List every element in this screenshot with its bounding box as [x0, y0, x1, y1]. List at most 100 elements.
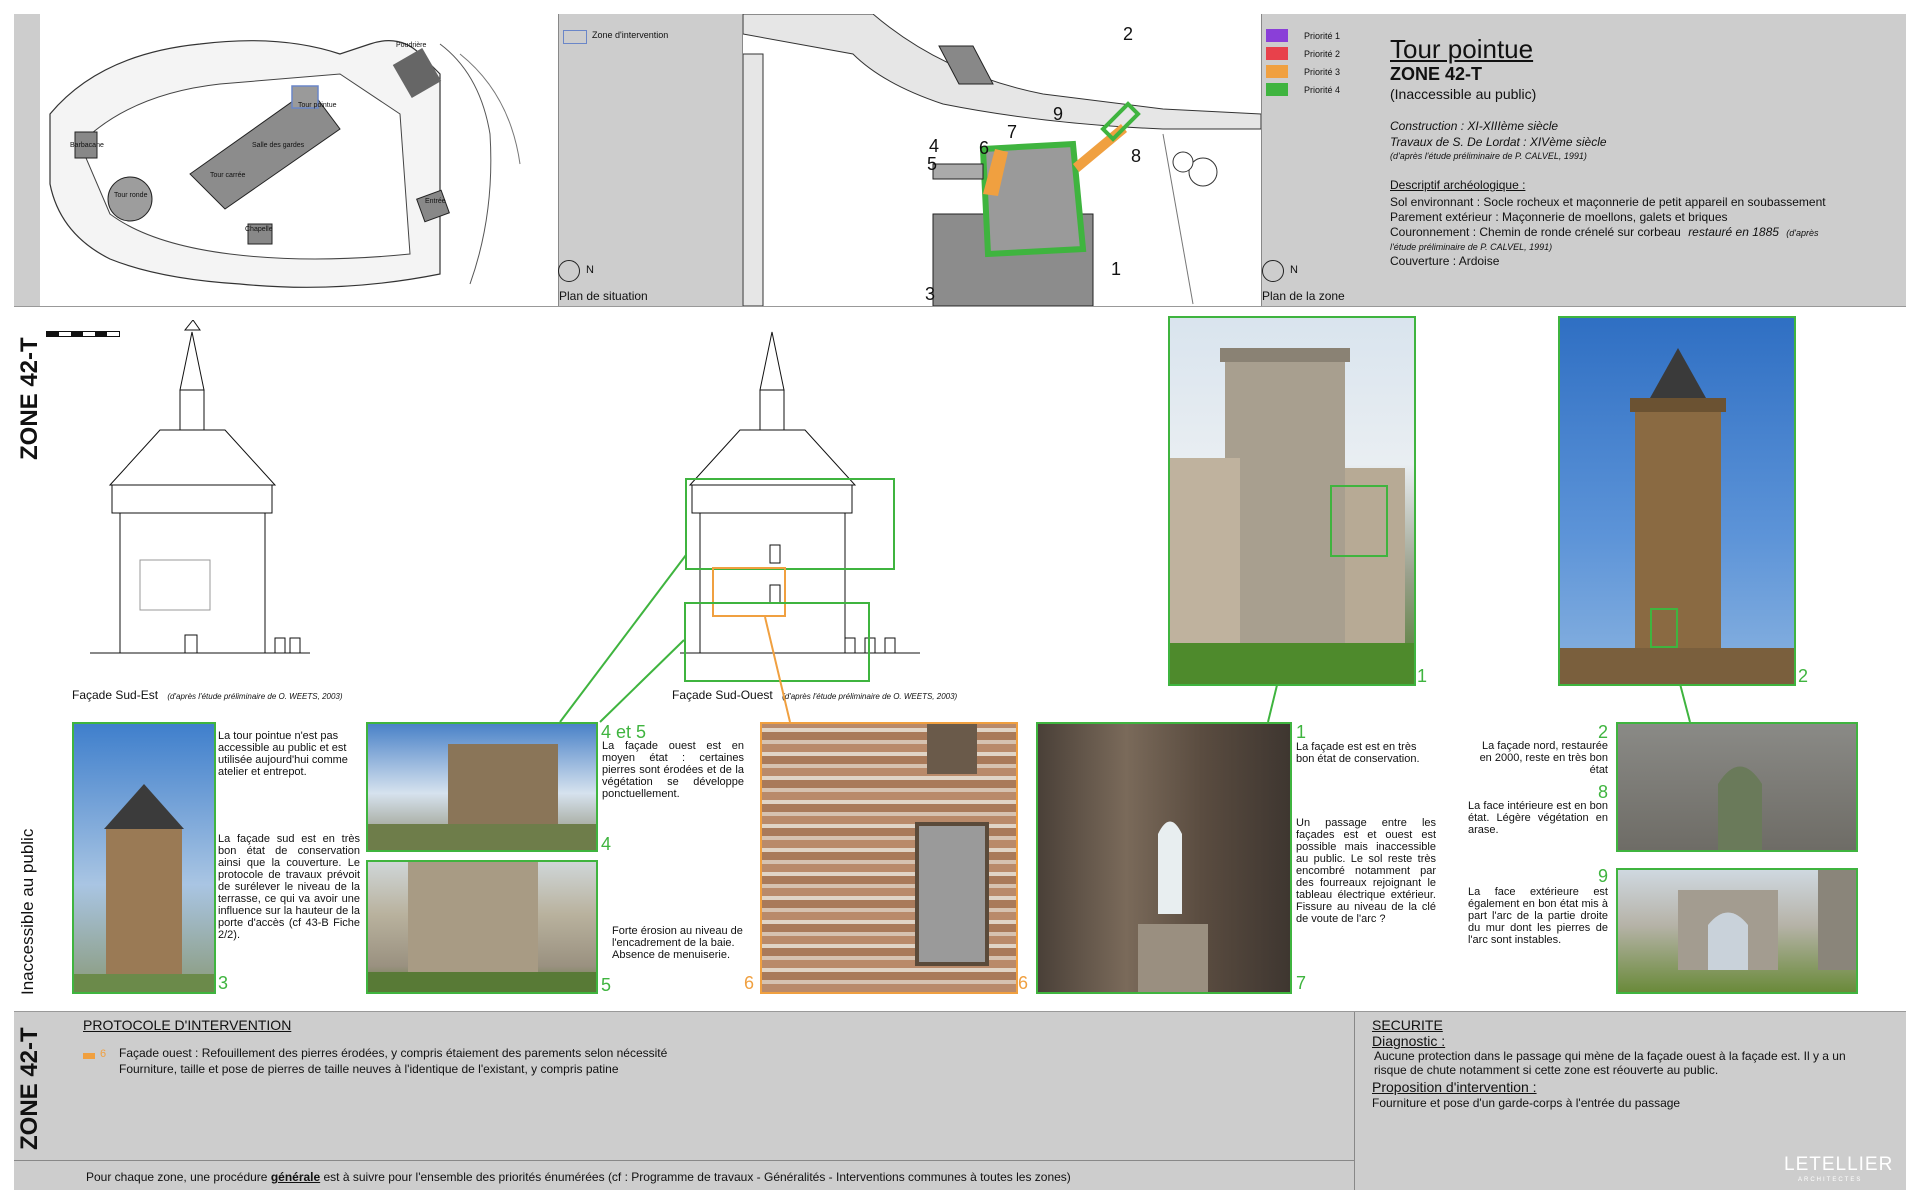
bottom-divider	[1354, 1012, 1355, 1190]
zone-plan-num-6: 6	[979, 138, 990, 158]
parement-line: Parement extérieur : Maçonnerie de moell…	[1390, 210, 1728, 224]
site-label-barbacane: Barbacane	[70, 142, 104, 149]
photo-2-detail-box	[1650, 608, 1678, 648]
site-plan: Poudrière Tour pointue Salle des gardes …	[40, 14, 559, 306]
note-interieure: La face intérieure est en bon état. Légè…	[1468, 800, 1608, 836]
north-label-zone: N	[1290, 264, 1298, 276]
photo-1	[1168, 316, 1416, 686]
footer-divider	[14, 1160, 1354, 1161]
diagnostic-text: Aucune protection dans le passage qui mè…	[1374, 1049, 1846, 1077]
so-highlight-window	[712, 567, 786, 617]
priority-3-label: Priorité 3	[1304, 67, 1341, 77]
site-label-poudriere: Poudrière	[396, 42, 427, 49]
so-caption-text: Façade Sud-Ouest	[672, 688, 773, 702]
north-label-site: N	[586, 264, 594, 276]
site-label-salle-gardes: Salle des gardes	[252, 142, 305, 149]
north-icon-site	[558, 260, 580, 282]
zone-plan-num-9: 9	[1053, 104, 1064, 124]
priority-4-swatch	[1266, 83, 1288, 96]
sol-line: Sol environnant : Socle rocheux et maçon…	[1390, 195, 1826, 209]
priority-1-swatch	[1266, 29, 1288, 42]
note-1-heading: 1	[1296, 722, 1307, 742]
site-label-entree: Entrée	[425, 198, 446, 205]
zone-plan: 2 9 7 6 4 5 8 3 1	[742, 14, 1262, 306]
zone-title: ZONE 42-T	[1390, 64, 1483, 84]
access-note: (Inaccessible au public)	[1390, 86, 1537, 102]
photo-3	[72, 722, 216, 994]
protocole-line-1: Façade ouest : Refouillement des pierres…	[119, 1046, 668, 1060]
descriptif-title: Descriptif archéologique :	[1390, 178, 1526, 192]
photo-3-num: 3	[218, 973, 229, 993]
so-caption: Façade Sud-Ouest (d'après l'étude prélim…	[672, 688, 957, 702]
priority-3-swatch	[1266, 65, 1288, 78]
north-icon-zone	[1262, 260, 1284, 282]
zone-plan-caption: Plan de la zone	[1262, 289, 1345, 303]
zone-plan-num-2: 2	[1123, 24, 1134, 44]
restaure-text: restauré en 1885	[1688, 225, 1779, 239]
priority-4-label: Priorité 4	[1304, 85, 1341, 95]
zone-plan-num-3: 3	[925, 284, 936, 304]
note-ouest: La façade ouest est en moyen état : cert…	[602, 740, 744, 800]
so-highlight-upper	[685, 478, 895, 570]
note-8-heading: 8	[1598, 782, 1609, 802]
se-caption-source: (d'après l'étude préliminaire de O. WEET…	[167, 692, 343, 701]
travaux-line: Travaux de S. De Lordat : XIVème siècle	[1390, 135, 1607, 149]
protocole-marker-num: 6	[100, 1048, 107, 1060]
photo-6-num-left: 6	[744, 973, 755, 993]
source-line-2: l'étude préliminaire de P. CALVEL, 1991)	[1390, 242, 1553, 252]
note-intro: La tour pointue n'est pas accessible au …	[218, 730, 348, 778]
diagnostic-title: Diagnostic :	[1372, 1033, 1446, 1049]
se-caption: Façade Sud-Est (d'après l'étude prélimin…	[72, 688, 343, 702]
zone-legend-label: Zone d'intervention	[592, 30, 669, 40]
photo-5	[366, 860, 598, 994]
brand-logo: LETELLIER	[1784, 1154, 1894, 1175]
priority-2-label: Priorité 2	[1304, 49, 1341, 59]
note-passage: Un passage entre les façades est et oues…	[1296, 817, 1436, 925]
note-est: La façade est est en très bon état de co…	[1296, 741, 1420, 765]
so-caption-source: (d'après l'étude préliminaire de O. WEET…	[782, 692, 958, 701]
footer-post: est à suivre pour l'ensemble des priorit…	[320, 1170, 1071, 1184]
note-nord: La façade nord, restaurée en 2000, reste…	[1479, 740, 1608, 776]
photo-6-num-right: 6	[1018, 973, 1029, 993]
zone-plan-num-7: 7	[1007, 122, 1018, 142]
protocole-title: PROTOCOLE D'INTERVENTION	[83, 1017, 292, 1033]
site-label-chapelle: Chapelle	[245, 226, 273, 233]
zone-plan-num-4: 4	[929, 136, 940, 156]
zone-legend-swatch	[563, 30, 587, 44]
footer-bold: générale	[270, 1170, 321, 1184]
protocole-line-2: Fourniture, taille et pose de pierres de…	[119, 1062, 619, 1076]
zone-plan-num-8: 8	[1131, 146, 1142, 166]
photo-9	[1616, 868, 1858, 994]
brand-logo-sub: ARCHITECTES	[1798, 1177, 1863, 1183]
se-caption-text: Façade Sud-Est	[72, 688, 159, 702]
note-exterieure: La face extérieure est également en bon …	[1468, 886, 1608, 946]
photo-5-num: 5	[601, 975, 612, 995]
source-line-1: (d'après l'étude préliminaire de P. CALV…	[1390, 151, 1587, 161]
photo-8	[1616, 722, 1858, 852]
source-2a: (d'après	[1786, 228, 1819, 238]
note-2-heading: 2	[1598, 722, 1609, 742]
photo-4-num: 4	[601, 834, 612, 854]
proposition-title: Proposition d'intervention :	[1372, 1079, 1537, 1095]
priority-1-label: Priorité 1	[1304, 31, 1341, 41]
page-title: Tour pointue	[1390, 34, 1534, 64]
securite-title: SECURITE	[1372, 1017, 1443, 1033]
so-highlight-lower	[684, 602, 870, 682]
couverture-line: Couverture : Ardoise	[1390, 254, 1500, 268]
scale-bar	[46, 331, 120, 337]
site-plan-drawing	[49, 40, 521, 288]
elevation-sud-est	[90, 320, 310, 654]
proposition-text: Fourniture et pose d'un garde-corps à l'…	[1372, 1096, 1681, 1110]
elevation-sud-ouest	[680, 331, 920, 654]
note-sud: La façade sud est en très bon état de co…	[218, 833, 360, 941]
photo-1-detail-box	[1330, 485, 1388, 557]
protocole-marker	[83, 1053, 95, 1059]
note-45-heading: 4 et 5	[601, 722, 647, 742]
site-label-tour-pointue: Tour pointue	[298, 102, 337, 109]
zone-plan-num-1: 1	[1111, 259, 1122, 279]
site-plan-caption: Plan de situation	[559, 289, 648, 303]
zone-plan-drawing	[743, 14, 1261, 306]
priority-2-swatch	[1266, 47, 1288, 60]
photo-4	[366, 722, 598, 852]
footer-note: Pour chaque zone, une procédure générale…	[86, 1170, 1071, 1184]
